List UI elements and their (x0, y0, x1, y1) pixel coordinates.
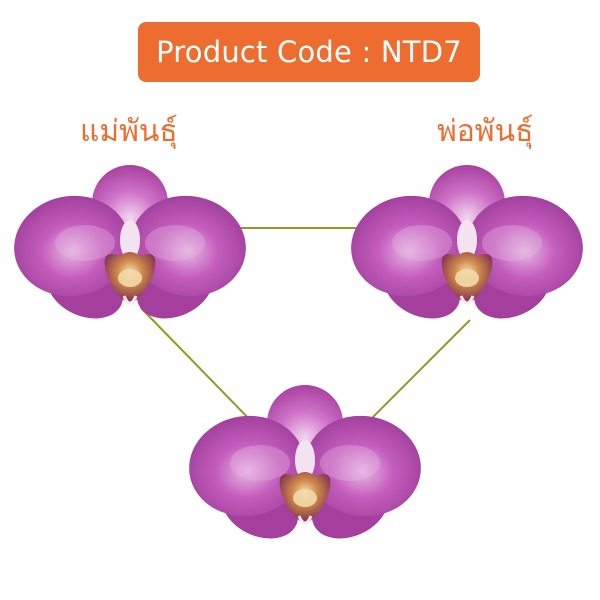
mother-plant-label: แม่พันธุ์ (80, 114, 178, 149)
father-orchid-icon (343, 163, 591, 332)
offspring-orchid-icon (181, 383, 429, 552)
product-code-badge: Product Code : NTD7 (138, 22, 480, 82)
father-to-offspring-line (361, 319, 471, 429)
father-plant-label: พ่อพันธุ์ (437, 114, 534, 149)
mother-to-offspring-line (140, 307, 259, 429)
mother-orchid-icon (6, 163, 254, 332)
